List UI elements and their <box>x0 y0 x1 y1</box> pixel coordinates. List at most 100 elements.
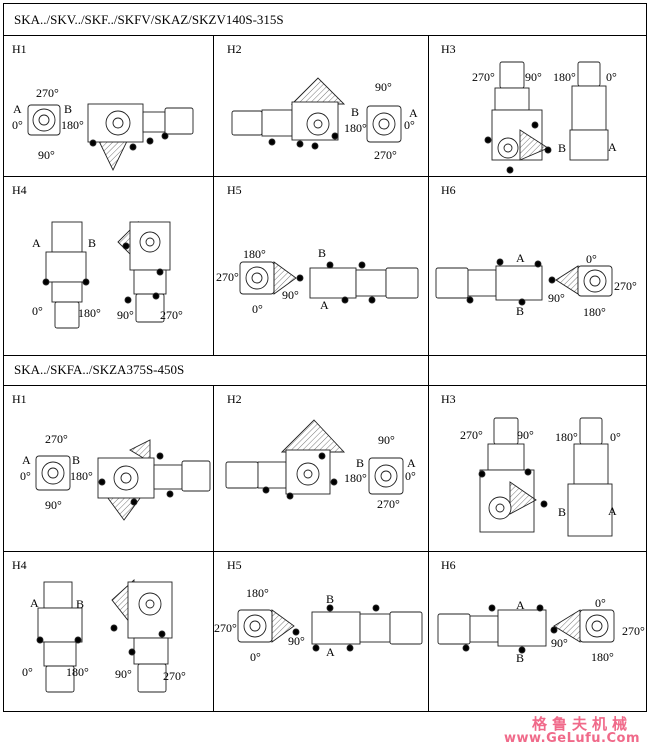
s2-h6-angle-top: 0° <box>595 596 606 610</box>
s1-h3-vertical-view-1 <box>484 61 552 174</box>
s2-h1-angle-bottom: 90° <box>45 498 62 512</box>
s2-h2-side-b: B <box>356 456 365 470</box>
cell-label-s1-h5: H5 <box>227 183 242 197</box>
s2-h3-angle-right: 90° <box>517 428 534 442</box>
s2-h4-vertical-view-2 <box>110 578 173 693</box>
s1-h6-end-view <box>548 265 613 297</box>
s2-h2-angle-top: 90° <box>378 433 395 447</box>
s1-h4-vertical-view-2 <box>117 220 171 323</box>
watermark-cn: 格鲁夫机械 <box>531 715 632 733</box>
s1-h5-side-b: B <box>318 246 327 260</box>
s2-h2-angle-bottom: 270° <box>377 497 400 511</box>
s2-h4-side-a: A <box>30 596 39 610</box>
s2-h3-vertical-view-2 <box>567 417 613 537</box>
cell-label-s2-h2: H2 <box>227 392 242 406</box>
s1-h5-end-view <box>239 261 304 295</box>
cell-label-s2-h4: H4 <box>12 558 27 572</box>
s2-h5-angle-right: 90° <box>288 634 305 648</box>
s1-h2-end-view <box>366 105 402 143</box>
s1-h2-side-a: A <box>409 106 418 120</box>
s1-h1-angle-top: 270° <box>36 86 59 100</box>
s2-h6-side-a: A <box>516 598 525 612</box>
s2-h3-angle-right-2: 0° <box>610 430 621 444</box>
s1-h6-angle-left: 90° <box>548 291 565 305</box>
s1-h4-side-a: A <box>32 236 41 250</box>
s2-h5-end-view <box>237 609 300 643</box>
s1-h5-angle-left: 270° <box>216 270 239 284</box>
cell-label-s2-h1: H1 <box>12 392 27 406</box>
section-title-2: SKA../SKFA../SKZA375S-450S <box>14 362 185 377</box>
s2-h4-angle-right: 180° <box>66 665 89 679</box>
s2-h5-angle-top: 180° <box>246 586 269 600</box>
s2-h1-angle-left: 0° <box>20 469 31 483</box>
s2-h4-angle-left: 0° <box>22 665 33 679</box>
cell-label-s2-h5: H5 <box>227 558 242 572</box>
section-title-1: SKA../SKV../SKF../SKFV/SKAZ/SKZV140S-315… <box>14 12 284 27</box>
s2-h3-side-a: A <box>608 504 617 518</box>
s1-h3-angle-left: 270° <box>472 70 495 84</box>
cell-label-s2-h3: H3 <box>441 392 456 406</box>
s1-h6-side-b: B <box>516 304 525 318</box>
s1-h4-vertical-view-1 <box>42 221 90 329</box>
s2-h6-angle-bottom: 180° <box>591 650 614 664</box>
s2-h6-angle-left: 90° <box>551 636 568 650</box>
s2-h5-side-view <box>311 604 423 652</box>
s1-h6-side-a: A <box>516 251 525 265</box>
s2-h1-angle-top: 270° <box>45 432 68 446</box>
s1-h2-angle-top: 90° <box>375 80 392 94</box>
s1-h2-side-b: B <box>351 105 360 119</box>
s1-h3-side-a: A <box>608 140 617 154</box>
s2-h4-angle-right-2: 270° <box>163 669 186 683</box>
s1-h5-side-a: A <box>320 298 329 312</box>
s1-h4-side-b: B <box>88 236 97 250</box>
s2-h1-end-view <box>35 455 71 491</box>
s2-h3-side-b: B <box>558 505 567 519</box>
s1-h1-angle-right: 180° <box>61 118 84 132</box>
s1-h5-angle-right: 90° <box>282 288 299 302</box>
s1-h2-side-view <box>231 77 346 150</box>
s1-h5-angle-top: 180° <box>243 247 266 261</box>
s2-h2-angle-right: 0° <box>405 469 416 483</box>
s1-h3-vertical-view-2 <box>569 61 609 161</box>
s2-h1-side-a: A <box>22 453 31 467</box>
s1-h4-angle-right: 180° <box>78 306 101 320</box>
s2-h1-side-view <box>97 439 211 521</box>
s1-h1-side-a: A <box>13 102 22 116</box>
s1-h4-angle-right-2: 270° <box>160 308 183 322</box>
s1-h4-angle-left: 0° <box>32 304 43 318</box>
s2-h6-angle-right: 270° <box>622 624 645 638</box>
s2-h4-side-b: B <box>76 597 85 611</box>
s2-h6-side-view <box>437 604 547 654</box>
s1-h1-side-view <box>87 103 194 172</box>
s1-h1-side-b: B <box>64 102 73 116</box>
s1-h6-side-view <box>435 258 543 306</box>
s1-h2-angle-bottom: 270° <box>374 148 397 162</box>
s1-h2-angle-right: 0° <box>404 118 415 132</box>
s1-h2-angle-left: 180° <box>344 121 367 135</box>
cell-label-s1-h1: H1 <box>12 42 27 56</box>
watermark-url: www.GeLufu.Com <box>503 731 640 746</box>
s1-h1-end-view <box>27 104 61 136</box>
cell-label-s1-h4: H4 <box>12 183 27 197</box>
cell-label-s2-h6: H6 <box>441 558 456 572</box>
s2-h2-angle-left: 180° <box>344 471 367 485</box>
s2-h1-angle-right: 180° <box>70 469 93 483</box>
s2-h2-side-a: A <box>407 456 416 470</box>
s1-h1-angle-bottom: 90° <box>38 148 55 162</box>
s2-h4-vertical-view-1 <box>36 581 83 693</box>
s1-h3-angle-right-2: 0° <box>606 70 617 84</box>
s2-h3-vertical-view-1 <box>478 417 548 533</box>
s2-h1-side-b: B <box>72 453 81 467</box>
s1-h3-side-b: B <box>558 141 567 155</box>
s1-h5-side-view <box>309 261 419 304</box>
s1-h5-angle-bottom: 0° <box>252 302 263 316</box>
cell-label-s1-h2: H2 <box>227 42 242 56</box>
s1-h6-angle-top: 0° <box>586 252 597 266</box>
s1-h4-angle-left-2: 90° <box>117 308 134 322</box>
s2-h5-angle-bottom: 0° <box>250 650 261 664</box>
s2-h6-end-view <box>550 609 615 643</box>
s1-h3-angle-right: 90° <box>525 70 542 84</box>
s2-h5-side-a: A <box>326 645 335 659</box>
